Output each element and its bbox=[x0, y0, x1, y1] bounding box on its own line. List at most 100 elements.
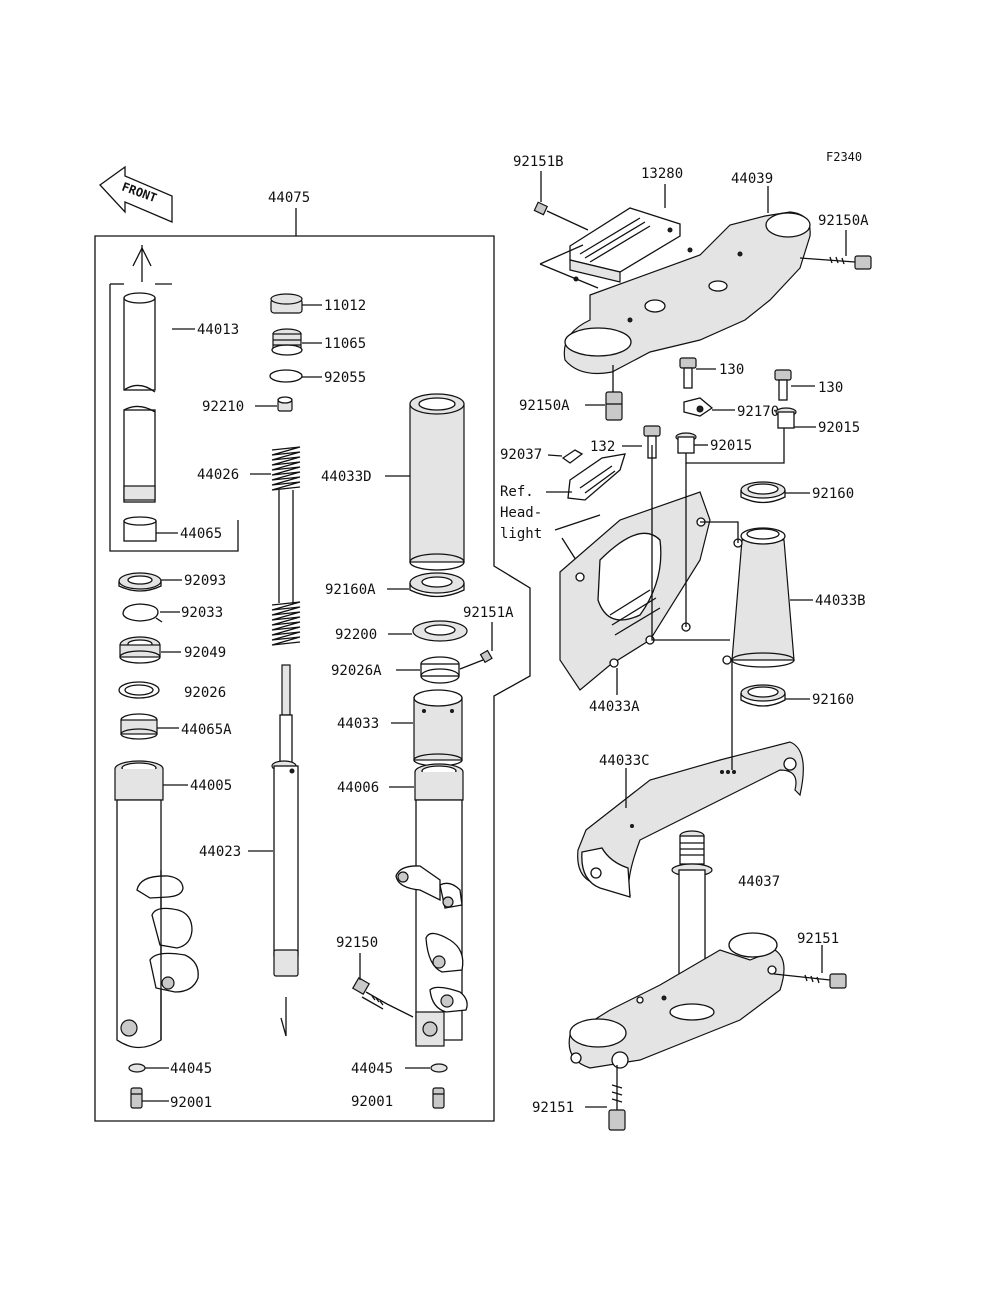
seal-92160A bbox=[409, 572, 465, 598]
part-label-11012: 11012 bbox=[324, 298, 366, 314]
outer-tube-44006 bbox=[395, 763, 468, 1047]
part-label-44045-right: 44045 bbox=[351, 1061, 393, 1077]
steering-assembly: 92151B 13280 44039 bbox=[500, 154, 872, 1131]
part-label-92151B: 92151B bbox=[513, 154, 564, 170]
steering-stem-44037 bbox=[568, 830, 785, 1069]
sub-group-bracket bbox=[109, 284, 239, 552]
ref-headlight-note: Ref. Head- light bbox=[500, 484, 542, 542]
part-label-13280: 13280 bbox=[641, 166, 683, 182]
part-label-44065: 44065 bbox=[180, 526, 222, 542]
spring-44026 bbox=[271, 446, 301, 646]
bolt-92001-left bbox=[130, 1087, 143, 1109]
ref-note-line-3: light bbox=[500, 526, 542, 542]
washer-92026 bbox=[118, 681, 160, 699]
cover-44033 bbox=[413, 689, 463, 767]
part-label-44033: 44033 bbox=[337, 716, 379, 732]
part-label-44033B: 44033B bbox=[815, 593, 866, 609]
o-ring-92055 bbox=[269, 369, 303, 383]
part-label-92001-left: 92001 bbox=[170, 1095, 212, 1111]
oil-seal-92049 bbox=[119, 636, 161, 664]
part-label-92200: 92200 bbox=[335, 627, 377, 643]
part-label-92160A: 92160A bbox=[325, 582, 376, 598]
bolt-11065 bbox=[271, 328, 303, 356]
part-label-92150: 92150 bbox=[336, 935, 378, 951]
part-label-132: 132 bbox=[590, 439, 615, 455]
damper-rod-44023 bbox=[271, 664, 299, 977]
collar-92015-a bbox=[675, 432, 697, 454]
bolt-92150 bbox=[351, 976, 414, 1018]
bolt-92151-right bbox=[773, 973, 847, 989]
part-label-44033A: 44033A bbox=[589, 699, 640, 715]
part-label-92150A-right: 92150A bbox=[818, 213, 869, 229]
part-label-44005: 44005 bbox=[190, 778, 232, 794]
outer-tube-44005 bbox=[114, 760, 199, 1049]
part-label-11065: 11065 bbox=[324, 336, 366, 352]
part-label-92160-lower: 92160 bbox=[812, 692, 854, 708]
part-label-44037: 44037 bbox=[738, 874, 780, 890]
part-label-44045-left: 44045 bbox=[170, 1061, 212, 1077]
bolt-92150A-right bbox=[799, 255, 872, 270]
fork-boot-44033B bbox=[722, 527, 795, 668]
seal-92160-lower bbox=[740, 684, 786, 707]
part-label-92033: 92033 bbox=[181, 605, 223, 621]
washer-44045-right bbox=[430, 1063, 448, 1073]
part-label-92026A: 92026A bbox=[331, 663, 382, 679]
part-label-92037: 92037 bbox=[500, 447, 542, 463]
cap-11012 bbox=[270, 293, 303, 314]
ref-note-line-2: Head- bbox=[500, 505, 542, 521]
part-label-92151-right: 92151 bbox=[797, 931, 839, 947]
fork-assembly: 44075 44013 44065 1 bbox=[94, 190, 531, 1122]
part-label-130-a: 130 bbox=[719, 362, 744, 378]
upper-bracket-44039 bbox=[563, 211, 811, 375]
part-label-92151A: 92151A bbox=[463, 605, 514, 621]
part-label-92026: 92026 bbox=[184, 685, 226, 701]
oil-seal-92093 bbox=[118, 572, 162, 592]
screw-130-a bbox=[679, 357, 697, 389]
part-label-92049: 92049 bbox=[184, 645, 226, 661]
part-label-44013: 44013 bbox=[197, 322, 239, 338]
plate-13280 bbox=[569, 207, 681, 283]
screw-92151A bbox=[459, 649, 493, 670]
part-label-92151-left: 92151 bbox=[532, 1100, 574, 1116]
part-label-44026: 44026 bbox=[197, 467, 239, 483]
collar-92015-b bbox=[775, 407, 797, 429]
part-label-44065A: 44065A bbox=[181, 722, 232, 738]
bolt-92151-left bbox=[608, 1065, 626, 1131]
bolt-92001-right bbox=[432, 1087, 445, 1109]
screw-92151B bbox=[533, 201, 589, 231]
clamp-92170 bbox=[683, 397, 714, 417]
part-label-44033C: 44033C bbox=[599, 753, 650, 769]
screw-130-b bbox=[774, 369, 792, 401]
bushing-44065 bbox=[123, 516, 157, 542]
part-label-92001-right: 92001 bbox=[351, 1094, 393, 1110]
part-label-92160-upper: 92160 bbox=[812, 486, 854, 502]
lower-cover-44033C bbox=[577, 741, 804, 898]
circlip-92033 bbox=[122, 603, 163, 623]
part-label-92150A-left: 92150A bbox=[519, 398, 570, 414]
part-label-92170: 92170 bbox=[737, 404, 779, 420]
part-label-44033D: 44033D bbox=[321, 469, 372, 485]
part-label-92055: 92055 bbox=[324, 370, 366, 386]
bushing-44065A bbox=[120, 713, 158, 740]
front-arrow-icon: FRONT bbox=[99, 165, 173, 223]
bolt-92150A-left bbox=[605, 365, 623, 421]
part-label-92015-a: 92015 bbox=[710, 438, 752, 454]
washer-92200 bbox=[412, 620, 468, 642]
part-label-44006: 44006 bbox=[337, 780, 379, 796]
ref-note-line-1: Ref. bbox=[500, 484, 534, 500]
washer-44045-left bbox=[128, 1063, 146, 1073]
part-label-44039: 44039 bbox=[731, 171, 773, 187]
inner-cover-44033A bbox=[559, 491, 711, 691]
part-label-92015-b: 92015 bbox=[818, 420, 860, 436]
part-label-44075: 44075 bbox=[268, 190, 310, 206]
part-label-130-b: 130 bbox=[818, 380, 843, 396]
seal-92160-upper bbox=[740, 481, 786, 504]
clamp-92026A bbox=[420, 656, 460, 684]
nut-92210 bbox=[277, 396, 293, 412]
assembly-frame bbox=[94, 235, 531, 1122]
band-92037 bbox=[561, 449, 584, 464]
part-label-92093: 92093 bbox=[184, 573, 226, 589]
part-label-92210: 92210 bbox=[202, 399, 244, 415]
figure-code: F2340 bbox=[826, 150, 862, 164]
